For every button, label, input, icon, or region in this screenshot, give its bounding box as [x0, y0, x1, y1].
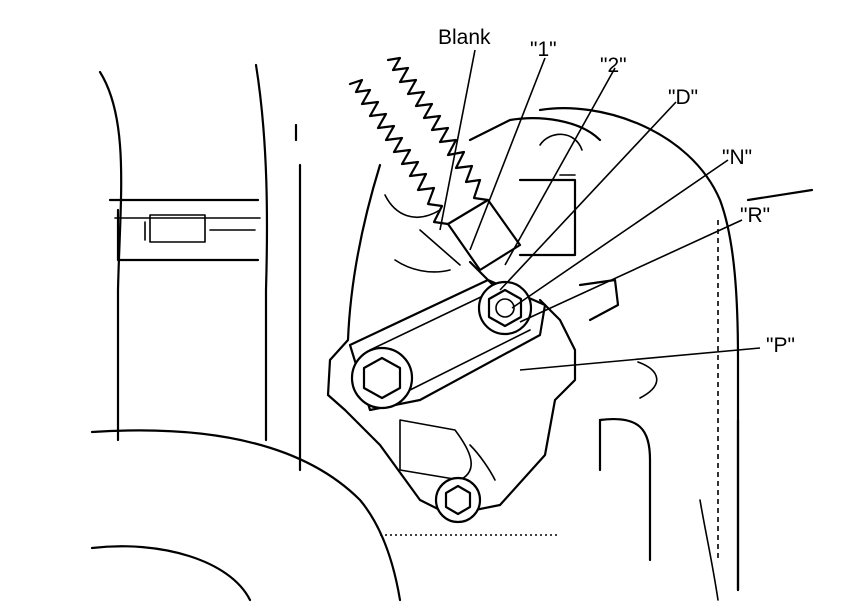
housing-left — [98, 63, 302, 472]
label-position-n: "N" — [722, 146, 752, 169]
label-position-p: "P" — [766, 334, 795, 357]
detent-spring — [348, 56, 522, 294]
label-position-d: "D" — [668, 86, 698, 109]
label-position-1: "1" — [530, 38, 557, 61]
label-position-r: "R" — [740, 204, 770, 227]
lever-bolt-upper — [477, 280, 533, 336]
switch-body — [326, 117, 620, 517]
lever-bolt-lower — [350, 346, 414, 410]
label-position-2: "2" — [600, 54, 627, 77]
manual-lever — [348, 278, 547, 412]
housing-right — [380, 107, 814, 601]
mounting-bolt-bottom — [434, 476, 482, 524]
label-blank: Blank — [438, 26, 491, 49]
housing-bottom-curve — [90, 429, 402, 602]
leader-lines — [439, 49, 761, 371]
